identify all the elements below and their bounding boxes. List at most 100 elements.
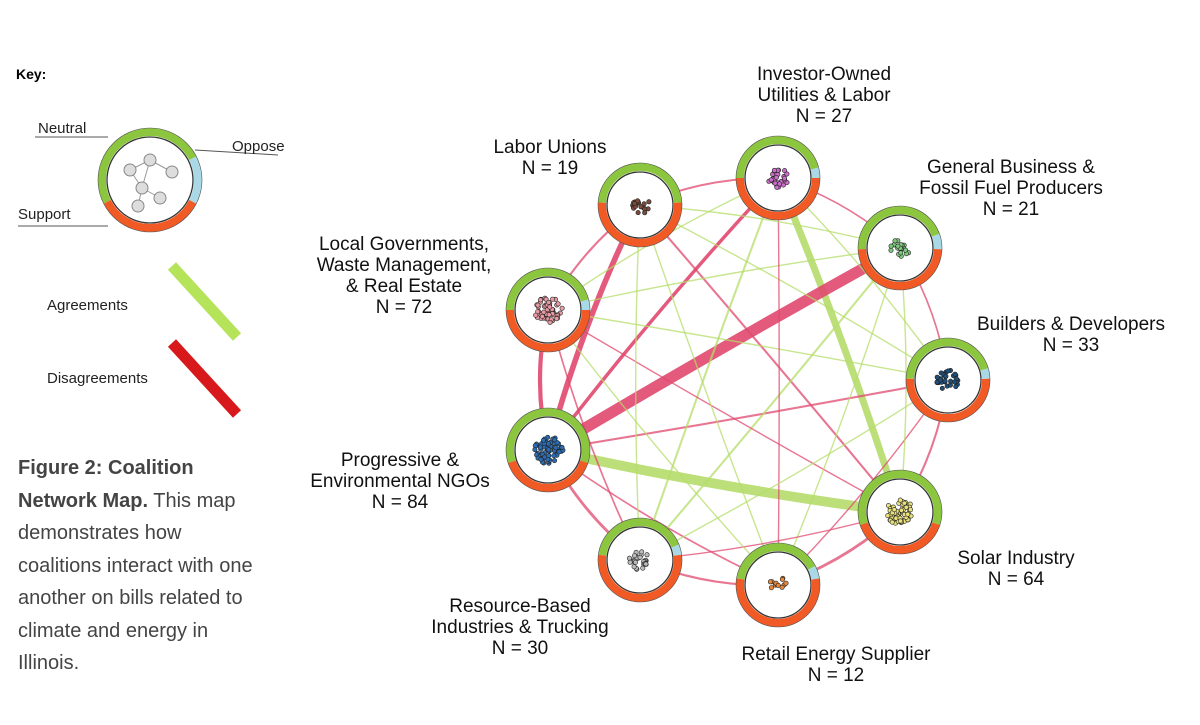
- member-dot: [888, 243, 894, 249]
- member-dot: [773, 175, 779, 181]
- neutral-arc: [808, 565, 820, 580]
- node-builders: [905, 337, 991, 423]
- member-dot: [546, 447, 552, 453]
- oppose-arc: [736, 578, 820, 628]
- key-ring-icon: [97, 127, 203, 233]
- member-dot: [639, 549, 645, 555]
- member-dot: [540, 437, 546, 443]
- node-layer: [505, 135, 991, 628]
- member-dot: [953, 384, 959, 390]
- neutral-arc: [810, 167, 821, 179]
- oppose-arc: [508, 460, 588, 492]
- member-dot: [902, 247, 908, 253]
- node-local: [505, 267, 591, 353]
- member-dot: [559, 305, 565, 311]
- member-dot: [895, 243, 901, 249]
- member-dot: [643, 561, 649, 567]
- neutral-arc: [931, 233, 942, 250]
- member-dot: [775, 582, 781, 588]
- member-dot: [538, 297, 544, 303]
- member-dot: [784, 171, 790, 177]
- oppose-arc: [598, 554, 682, 602]
- member-dot: [631, 564, 637, 570]
- member-dot: [783, 580, 789, 586]
- member-dot: [554, 316, 560, 322]
- member-dot: [546, 453, 552, 459]
- node-ngo: [505, 407, 591, 493]
- edge-disagreement: [777, 177, 780, 586]
- key-node-icon: [165, 165, 179, 179]
- edge-agreement: [774, 174, 904, 516]
- disagreement-swatch: [167, 339, 242, 418]
- member-dot: [532, 443, 538, 449]
- member-dot: [942, 378, 948, 384]
- member-dot: [771, 167, 777, 173]
- member-dot: [893, 515, 899, 521]
- caption-title: Figure 2: Coalition Network Map.: [18, 457, 194, 512]
- member-dot: [903, 504, 909, 510]
- member-dot: [939, 385, 945, 391]
- member-dot: [547, 304, 553, 310]
- member-dot: [537, 444, 543, 450]
- member-dot: [943, 373, 949, 379]
- member-dot: [772, 180, 778, 186]
- edge-agreement: [639, 379, 949, 561]
- key-disagreements-label: Disagreements: [47, 370, 148, 387]
- key-legend: [18, 127, 279, 418]
- member-dot: [542, 454, 548, 460]
- key-node-icon: [131, 199, 145, 213]
- edge-agreement: [547, 309, 779, 586]
- key-node-icon: [123, 163, 137, 177]
- edge-agreement: [638, 246, 902, 562]
- member-dot: [543, 296, 549, 302]
- member-dot: [782, 168, 788, 174]
- member-dot: [533, 312, 539, 318]
- oppose-arc: [506, 309, 590, 352]
- node-label-local: Local Governments,Waste Management,& Rea…: [317, 234, 492, 318]
- member-dot: [776, 181, 782, 187]
- edge-disagreement: [638, 203, 902, 514]
- support-arc: [736, 135, 819, 179]
- neutral-arc: [189, 156, 202, 204]
- member-dot: [779, 584, 785, 590]
- member-dot: [546, 299, 552, 305]
- key-node-icon: [153, 191, 167, 205]
- figure-caption: Figure 2: Coalition Network Map. This ma…: [18, 452, 268, 680]
- member-dot: [951, 379, 957, 385]
- member-dot: [627, 559, 633, 565]
- member-dot: [556, 449, 562, 455]
- member-dot: [547, 319, 553, 325]
- oppose-arc: [906, 378, 990, 423]
- edge-disagreement: [542, 242, 906, 456]
- oppose-arc: [598, 202, 682, 247]
- member-dot: [541, 309, 547, 315]
- key-support-label: Support: [18, 206, 71, 223]
- member-dot: [644, 552, 650, 558]
- member-dot: [892, 238, 898, 244]
- caption-text: This map demonstrates how coalitions int…: [18, 489, 253, 675]
- member-dot: [888, 247, 894, 253]
- oppose-arc: [103, 199, 197, 232]
- neutral-arc: [580, 299, 591, 311]
- node-labor: [597, 162, 683, 248]
- neutral-arc: [980, 368, 990, 380]
- member-dot: [907, 507, 913, 513]
- support-arc: [906, 338, 989, 380]
- key-ring: [97, 127, 203, 233]
- edge-agreement: [777, 247, 901, 586]
- member-dot: [898, 507, 904, 513]
- oppose-arc: [736, 177, 820, 220]
- edge-disagreement: [546, 378, 950, 452]
- edge-disagreement: [547, 309, 901, 513]
- member-dot: [638, 204, 644, 210]
- member-dot: [539, 313, 545, 319]
- member-dot: [551, 458, 557, 464]
- member-dot: [641, 201, 647, 207]
- support-arc: [98, 128, 197, 204]
- node-resource: [597, 517, 683, 603]
- member-dot: [552, 437, 558, 443]
